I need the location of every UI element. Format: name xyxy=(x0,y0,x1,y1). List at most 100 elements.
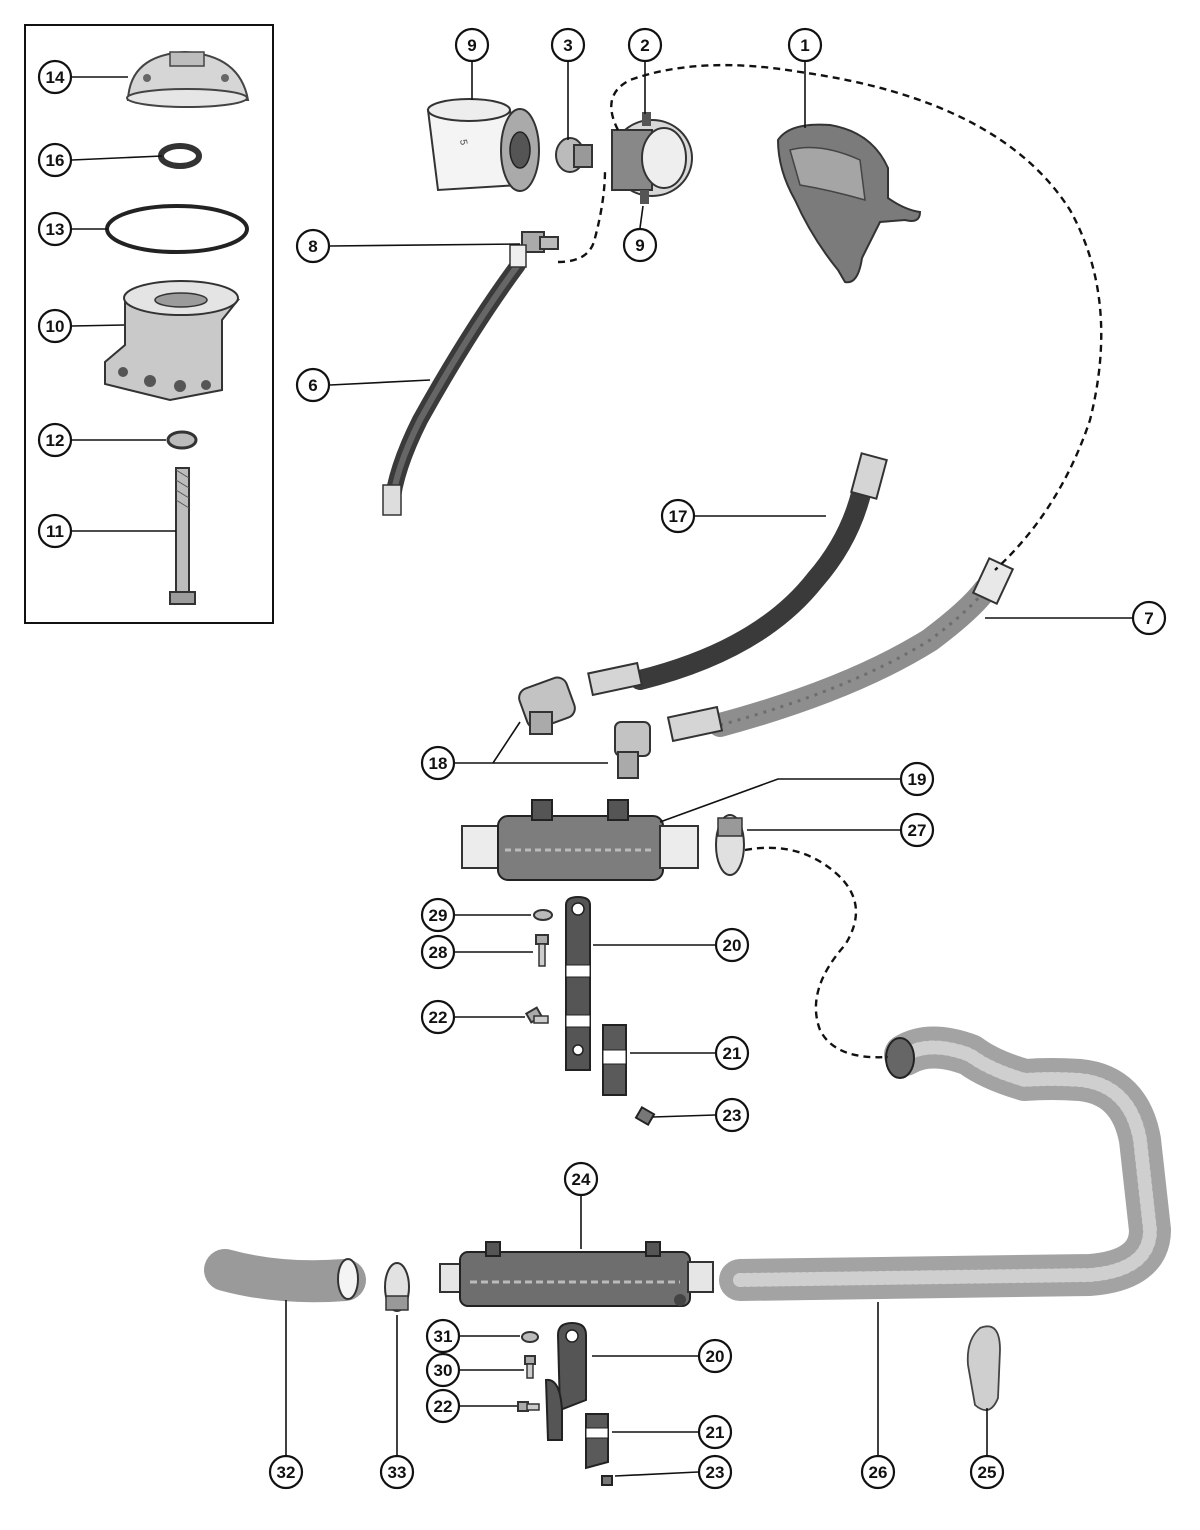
clamp-20a-part xyxy=(565,895,591,1071)
leader-lines xyxy=(71,62,1132,1477)
callout-number: 9 xyxy=(635,236,644,255)
washer-part xyxy=(166,430,198,450)
callout-circle xyxy=(379,1454,415,1490)
callout-circle xyxy=(622,227,658,263)
callout-circle xyxy=(714,1097,750,1133)
callout-number: 3 xyxy=(563,36,572,55)
callout-12: 12 xyxy=(37,422,73,458)
callout-1: 1 xyxy=(787,27,823,63)
clip-25-part xyxy=(966,1325,1001,1412)
callout-33: 33 xyxy=(379,1454,415,1490)
clamp-20b-part xyxy=(544,1321,587,1441)
callout-number: 22 xyxy=(429,1008,448,1027)
callout-number: 17 xyxy=(669,507,688,526)
connection-line-8-2 xyxy=(557,169,607,264)
callout-number: 27 xyxy=(908,821,927,840)
nut-23b-part xyxy=(601,1475,613,1486)
callout-circle xyxy=(37,308,73,344)
callout-23: 23 xyxy=(697,1454,733,1490)
filter-label: 5 xyxy=(457,139,469,147)
callout-circle xyxy=(787,27,823,63)
callout-16: 16 xyxy=(37,142,73,178)
callout-circle xyxy=(454,27,490,63)
callout-circle xyxy=(37,59,73,95)
callout-21: 21 xyxy=(714,1035,750,1071)
callout-31: 31 xyxy=(425,1318,461,1354)
callout-circle xyxy=(860,1454,896,1490)
callout-23: 23 xyxy=(714,1097,750,1133)
callout-number: 9 xyxy=(467,36,476,55)
screw-30-part xyxy=(524,1355,536,1379)
callout-circle xyxy=(697,1414,733,1450)
callout-30: 30 xyxy=(425,1352,461,1388)
filter-adapter-part xyxy=(104,280,241,402)
callout-circle xyxy=(37,513,73,549)
callout-circle xyxy=(714,1035,750,1071)
callout-number: 2 xyxy=(640,36,649,55)
screw-22b-part xyxy=(517,1401,540,1412)
callout-circle xyxy=(550,27,586,63)
o-ring-part xyxy=(105,204,249,254)
adapter-cap-part xyxy=(126,50,250,108)
callout-29: 29 xyxy=(420,897,456,933)
callout-circle xyxy=(660,498,696,534)
callout-20: 20 xyxy=(697,1338,733,1374)
hose-clamp-33-part xyxy=(384,1262,410,1312)
callout-21: 21 xyxy=(697,1414,733,1450)
callout-11: 11 xyxy=(37,513,73,549)
callout-number: 12 xyxy=(46,431,65,450)
callout-circle xyxy=(899,812,935,848)
callout-8: 8 xyxy=(295,228,331,264)
washer-31-part xyxy=(521,1331,539,1343)
callout-number: 25 xyxy=(978,1463,997,1482)
bracket-part xyxy=(776,123,922,284)
callout-number: 24 xyxy=(572,1170,591,1189)
elbow-fitting-part xyxy=(521,231,559,253)
callout-circle xyxy=(295,228,331,264)
callout-number: 20 xyxy=(706,1347,725,1366)
callout-circle xyxy=(697,1454,733,1490)
elbow-fitting-18a-part xyxy=(518,676,576,735)
elbow-fitting-18b-part xyxy=(614,721,651,779)
callout-number: 23 xyxy=(723,1106,742,1125)
callout-14: 14 xyxy=(37,59,73,95)
callout-number: 28 xyxy=(429,943,448,962)
callout-number: 20 xyxy=(723,936,742,955)
callout-circle xyxy=(627,27,663,63)
callout-number: 30 xyxy=(434,1361,453,1380)
washer-29-part xyxy=(533,909,553,921)
callout-number: 31 xyxy=(434,1327,453,1346)
oil-hose-7-part xyxy=(666,556,1015,743)
callout-3: 3 xyxy=(550,27,586,63)
callout-number: 10 xyxy=(46,317,65,336)
callout-circle xyxy=(1131,600,1167,636)
clamp-21b-part xyxy=(585,1413,609,1470)
callout-22: 22 xyxy=(420,999,456,1035)
filter-housing-part xyxy=(611,112,693,204)
callout-number: 26 xyxy=(869,1463,888,1482)
callout-7: 7 xyxy=(1131,600,1167,636)
callout-24: 24 xyxy=(563,1161,599,1197)
connection-line-2-7 xyxy=(610,63,1103,571)
callout-circle xyxy=(37,142,73,178)
screw-22a-part xyxy=(524,1006,549,1024)
callout-circle xyxy=(268,1454,304,1490)
callout-number: 23 xyxy=(706,1463,725,1482)
callout-17: 17 xyxy=(660,498,696,534)
screw-28-part xyxy=(535,934,549,967)
callout-number: 33 xyxy=(388,1463,407,1482)
callout-6: 6 xyxy=(295,367,331,403)
callout-2: 2 xyxy=(627,27,663,63)
oil-filter-part: 5 xyxy=(426,98,540,192)
callout-circle xyxy=(563,1161,599,1197)
callout-circle xyxy=(714,927,750,963)
callout-number: 11 xyxy=(46,522,64,541)
nut-23a-part xyxy=(634,1105,656,1127)
callout-circle xyxy=(899,761,935,797)
clamp-21a-part xyxy=(602,1024,627,1096)
oil-hose-6-part xyxy=(382,244,527,516)
callout-number: 19 xyxy=(908,770,927,789)
connection-line-27-26 xyxy=(744,846,889,1059)
